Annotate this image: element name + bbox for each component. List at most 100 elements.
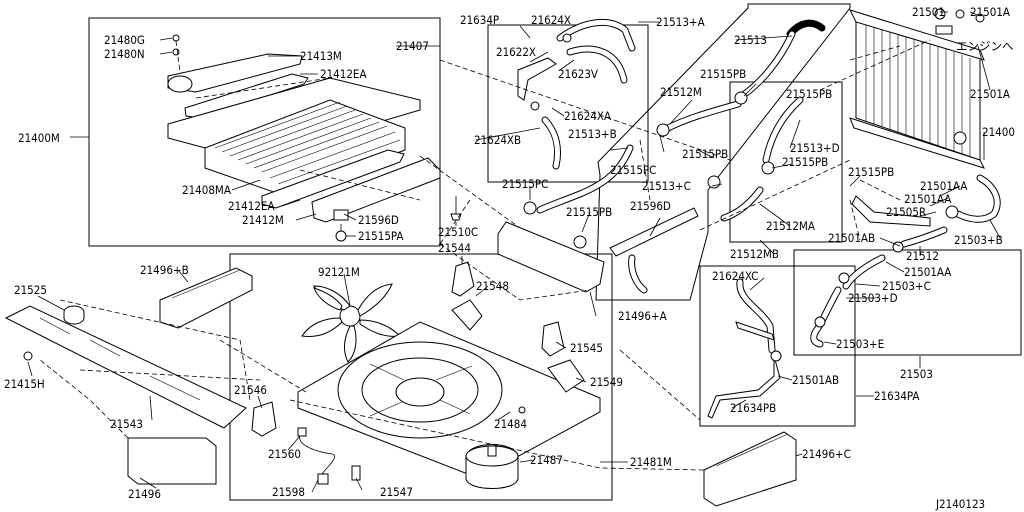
support-21543	[4, 305, 247, 429]
label-21515pb-1: 21515PB	[700, 67, 746, 81]
bracket-21544	[451, 261, 475, 297]
label-21624xc: 21624XC	[712, 269, 758, 283]
seal-21496c	[703, 431, 797, 507]
label-21525: 21525	[14, 283, 47, 297]
cap-21501	[934, 8, 946, 20]
bracket-21546	[251, 401, 277, 437]
clamp-21515pc-2	[523, 201, 537, 215]
label-21560: 21560	[268, 447, 301, 461]
label-21501ab-bottom: 21501AB	[792, 373, 839, 387]
bracket-21622x	[517, 57, 557, 101]
label-21596d-left: 21596D	[358, 213, 399, 227]
label-21412m: 21412M	[242, 213, 284, 227]
label-21481m: 21481M	[630, 455, 672, 469]
label-21546: 21546	[234, 383, 267, 397]
label-21515pc-2: 21515PC	[502, 177, 548, 191]
label-21501: 21501	[912, 5, 945, 19]
lower-hose-group-box	[793, 249, 1022, 356]
connector-21560	[297, 427, 307, 437]
fan-group-box	[229, 253, 613, 501]
label-21480n: 21480N	[104, 47, 145, 61]
label-21400m: 21400M	[18, 131, 60, 145]
label-21634pa: 21634PA	[874, 389, 919, 403]
label-21634pb: 21634PB	[730, 401, 776, 415]
label-21512m: 21512M	[660, 85, 702, 99]
tube-21596d	[609, 207, 699, 257]
label-21513b: 21513+B	[568, 127, 617, 141]
motor-21487	[465, 444, 519, 489]
label-21515pb-2: 21515PB	[682, 147, 728, 161]
seal-21412ea-top	[184, 73, 309, 119]
clip-21547	[351, 465, 361, 481]
label-21503d: 21503+D	[848, 291, 898, 305]
label-21515pc-1: 21515PC	[610, 163, 656, 177]
label-21515pb-4: 21515PB	[782, 155, 828, 169]
drawing-code: J2140123	[935, 497, 985, 511]
label-21624xb: 21624XB	[474, 133, 521, 147]
label-21624x: 21624X	[531, 13, 571, 27]
seal-21412ea-bottom	[261, 149, 405, 209]
reservoir-pipe-group-box	[699, 265, 856, 427]
label-21512ma: 21512MA	[766, 219, 815, 233]
connector-21598	[317, 473, 329, 485]
label-21515pb-6: 21515PB	[848, 165, 894, 179]
label-21400: 21400	[982, 125, 1015, 139]
clamp-21515pc	[656, 123, 670, 137]
seal-21496b	[159, 267, 253, 329]
bolt-21480g	[172, 34, 180, 42]
label-21634p: 21634P	[460, 13, 499, 27]
seal-21413m	[167, 53, 303, 93]
label-21547: 21547	[380, 485, 413, 499]
label-21624xa: 21624XA	[564, 109, 611, 123]
bolt-21480n	[172, 48, 180, 56]
bolt-21510c	[450, 213, 462, 221]
label-21501a-mid: 21501A	[970, 87, 1010, 101]
hose-group-box-2	[729, 81, 843, 243]
label-92121m: 92121M	[318, 265, 360, 279]
label-21503b: 21503+B	[954, 233, 1003, 247]
label-21487: 21487	[530, 453, 563, 467]
label-21596d-mid: 21596D	[630, 199, 671, 213]
label-21598: 21598	[272, 485, 305, 499]
label-21513: 21513	[734, 33, 767, 47]
label-21549: 21549	[590, 375, 623, 389]
bracket-21548	[451, 299, 483, 331]
label-21512mb: 21512MB	[730, 247, 779, 261]
bracket-21549	[547, 359, 585, 393]
clamp-21515pa	[335, 230, 347, 242]
label-21544: 21544	[438, 241, 471, 255]
label-21503c: 21503+C	[882, 279, 931, 293]
pipe-21505r	[851, 195, 931, 227]
label-21515pb-5: 21515PB	[566, 205, 612, 219]
label-21503: 21503	[900, 367, 933, 381]
upper-hose-group-box	[595, 3, 851, 301]
clamp-21515pb-1	[734, 91, 748, 105]
bolt-21415h	[23, 351, 33, 361]
label-21496c: 21496+C	[802, 447, 851, 461]
seal-end-cap	[167, 75, 193, 93]
label-21515pa: 21515PA	[358, 229, 403, 243]
label-21480g: 21480G	[104, 33, 145, 47]
label-21501aa-3: 21501AA	[904, 265, 951, 279]
label-21515pb-3: 21515PB	[786, 87, 832, 101]
label-21513c: 21513+C	[642, 179, 691, 193]
label-21501a-top: 21501A	[970, 5, 1010, 19]
radiator-21400	[849, 9, 985, 169]
label-21415h: 21415H	[4, 377, 45, 391]
pipe-21634pb	[707, 355, 781, 419]
label-21412ea-bottom: 21412EA	[228, 199, 275, 213]
seal-21496	[127, 437, 217, 485]
label-21501aa-2: 21501AA	[904, 192, 951, 206]
label-21413m: 21413M	[300, 49, 342, 63]
label-21496: 21496	[128, 487, 161, 501]
label-21408ma: 21408MA	[182, 183, 231, 197]
label-21501aa-1: 21501AA	[920, 179, 967, 193]
label-21412ea-top: 21412EA	[320, 67, 367, 81]
label-21496a: 21496+A	[618, 309, 667, 323]
fan-92121m	[301, 283, 402, 363]
label-21484: 21484	[494, 417, 527, 431]
label-21513a: 21513+A	[656, 15, 705, 29]
label-21622x: 21622X	[496, 45, 536, 59]
label-21503e: 21503+E	[836, 337, 884, 351]
